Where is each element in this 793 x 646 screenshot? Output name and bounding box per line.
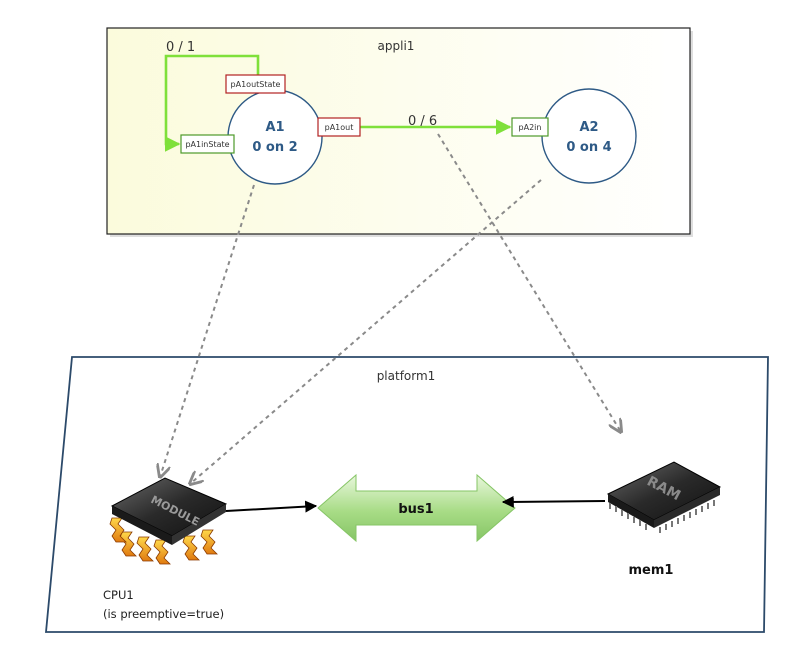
bus1-name: bus1: [398, 502, 433, 517]
task-a1[interactable]: A1 0 on 2: [227, 89, 323, 185]
mem1[interactable]: RAM mem1: [606, 461, 722, 578]
port-pa1outstate-label: pA1outState: [231, 80, 281, 89]
link-cpu1-to-bus1[interactable]: [225, 500, 318, 513]
task-a2-name: A2: [579, 120, 598, 135]
mapping-a1-to-cpu1[interactable]: [160, 184, 255, 477]
port-pa1out[interactable]: pA1out: [317, 117, 361, 137]
task-a2[interactable]: A2 0 on 4: [541, 88, 637, 184]
connection-a1-to-a2[interactable]: 0 / 6: [360, 114, 512, 135]
connection-a1-to-a2-label: 0 / 6: [408, 114, 437, 129]
platform-title: platform1: [377, 369, 436, 383]
port-pa1instate-label: pA1inState: [185, 140, 229, 149]
mapping-lines: [160, 133, 621, 484]
cpu-chip-icon: MODULE: [109, 477, 228, 565]
application-title: appli1: [378, 39, 415, 53]
mapping-channel-to-mem1[interactable]: [437, 133, 621, 432]
port-pa2in-label: pA2in: [519, 123, 542, 132]
task-a2-mapping: 0 on 4: [566, 140, 611, 155]
connection-state-loop[interactable]: 0 / 1: [164, 40, 260, 152]
port-pa1outstate[interactable]: pA1outState: [225, 74, 286, 94]
ram-chip-icon: RAM: [606, 461, 722, 533]
mem1-name: mem1: [629, 563, 674, 578]
task-a1-name: A1: [265, 120, 284, 135]
cpu1-property: (is preemptive=true): [103, 607, 224, 621]
task-a1-mapping: 0 on 2: [252, 140, 297, 155]
mapping-a2-to-cpu1[interactable]: [190, 179, 542, 484]
cpu1[interactable]: MODULE CPU1 (is preemptive=true): [103, 477, 228, 621]
connection-state-loop-label: 0 / 1: [166, 40, 195, 55]
port-pa1out-label: pA1out: [325, 123, 354, 132]
port-pa1instate[interactable]: pA1inState: [180, 134, 235, 154]
port-pa2in[interactable]: pA2in: [511, 117, 549, 137]
cpu1-name: CPU1: [103, 588, 134, 602]
link-mem1-to-bus1[interactable]: [501, 495, 606, 508]
bus1[interactable]: bus1: [317, 473, 516, 543]
